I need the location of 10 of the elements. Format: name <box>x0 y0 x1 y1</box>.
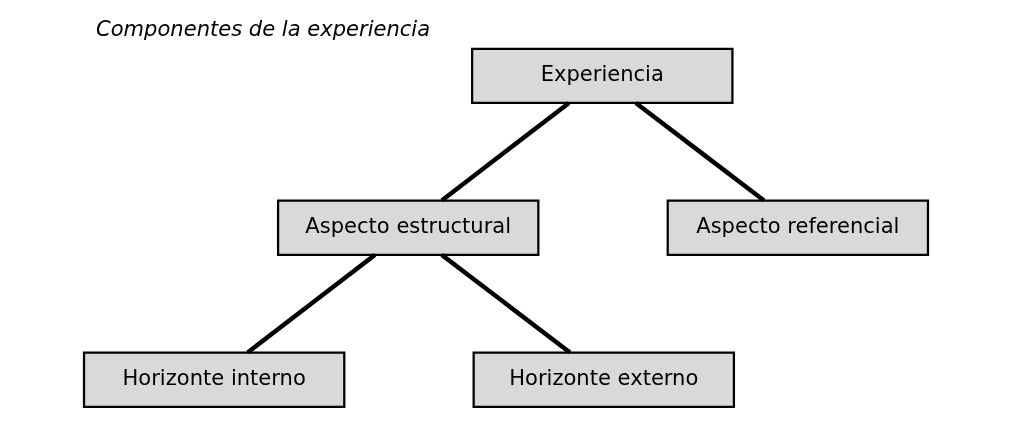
connector <box>634 101 765 203</box>
node-box: Experiencia <box>470 47 734 105</box>
connector <box>245 253 376 355</box>
connector <box>439 101 570 203</box>
node-box: Aspecto referencial <box>666 199 929 256</box>
diagram-title: Componentes de la experiencia <box>95 15 430 41</box>
node-box: Aspecto estructural <box>276 199 539 256</box>
node-box: Horizonte interno <box>82 351 345 408</box>
connector <box>439 253 571 355</box>
node-box: Horizonte externo <box>472 351 735 408</box>
